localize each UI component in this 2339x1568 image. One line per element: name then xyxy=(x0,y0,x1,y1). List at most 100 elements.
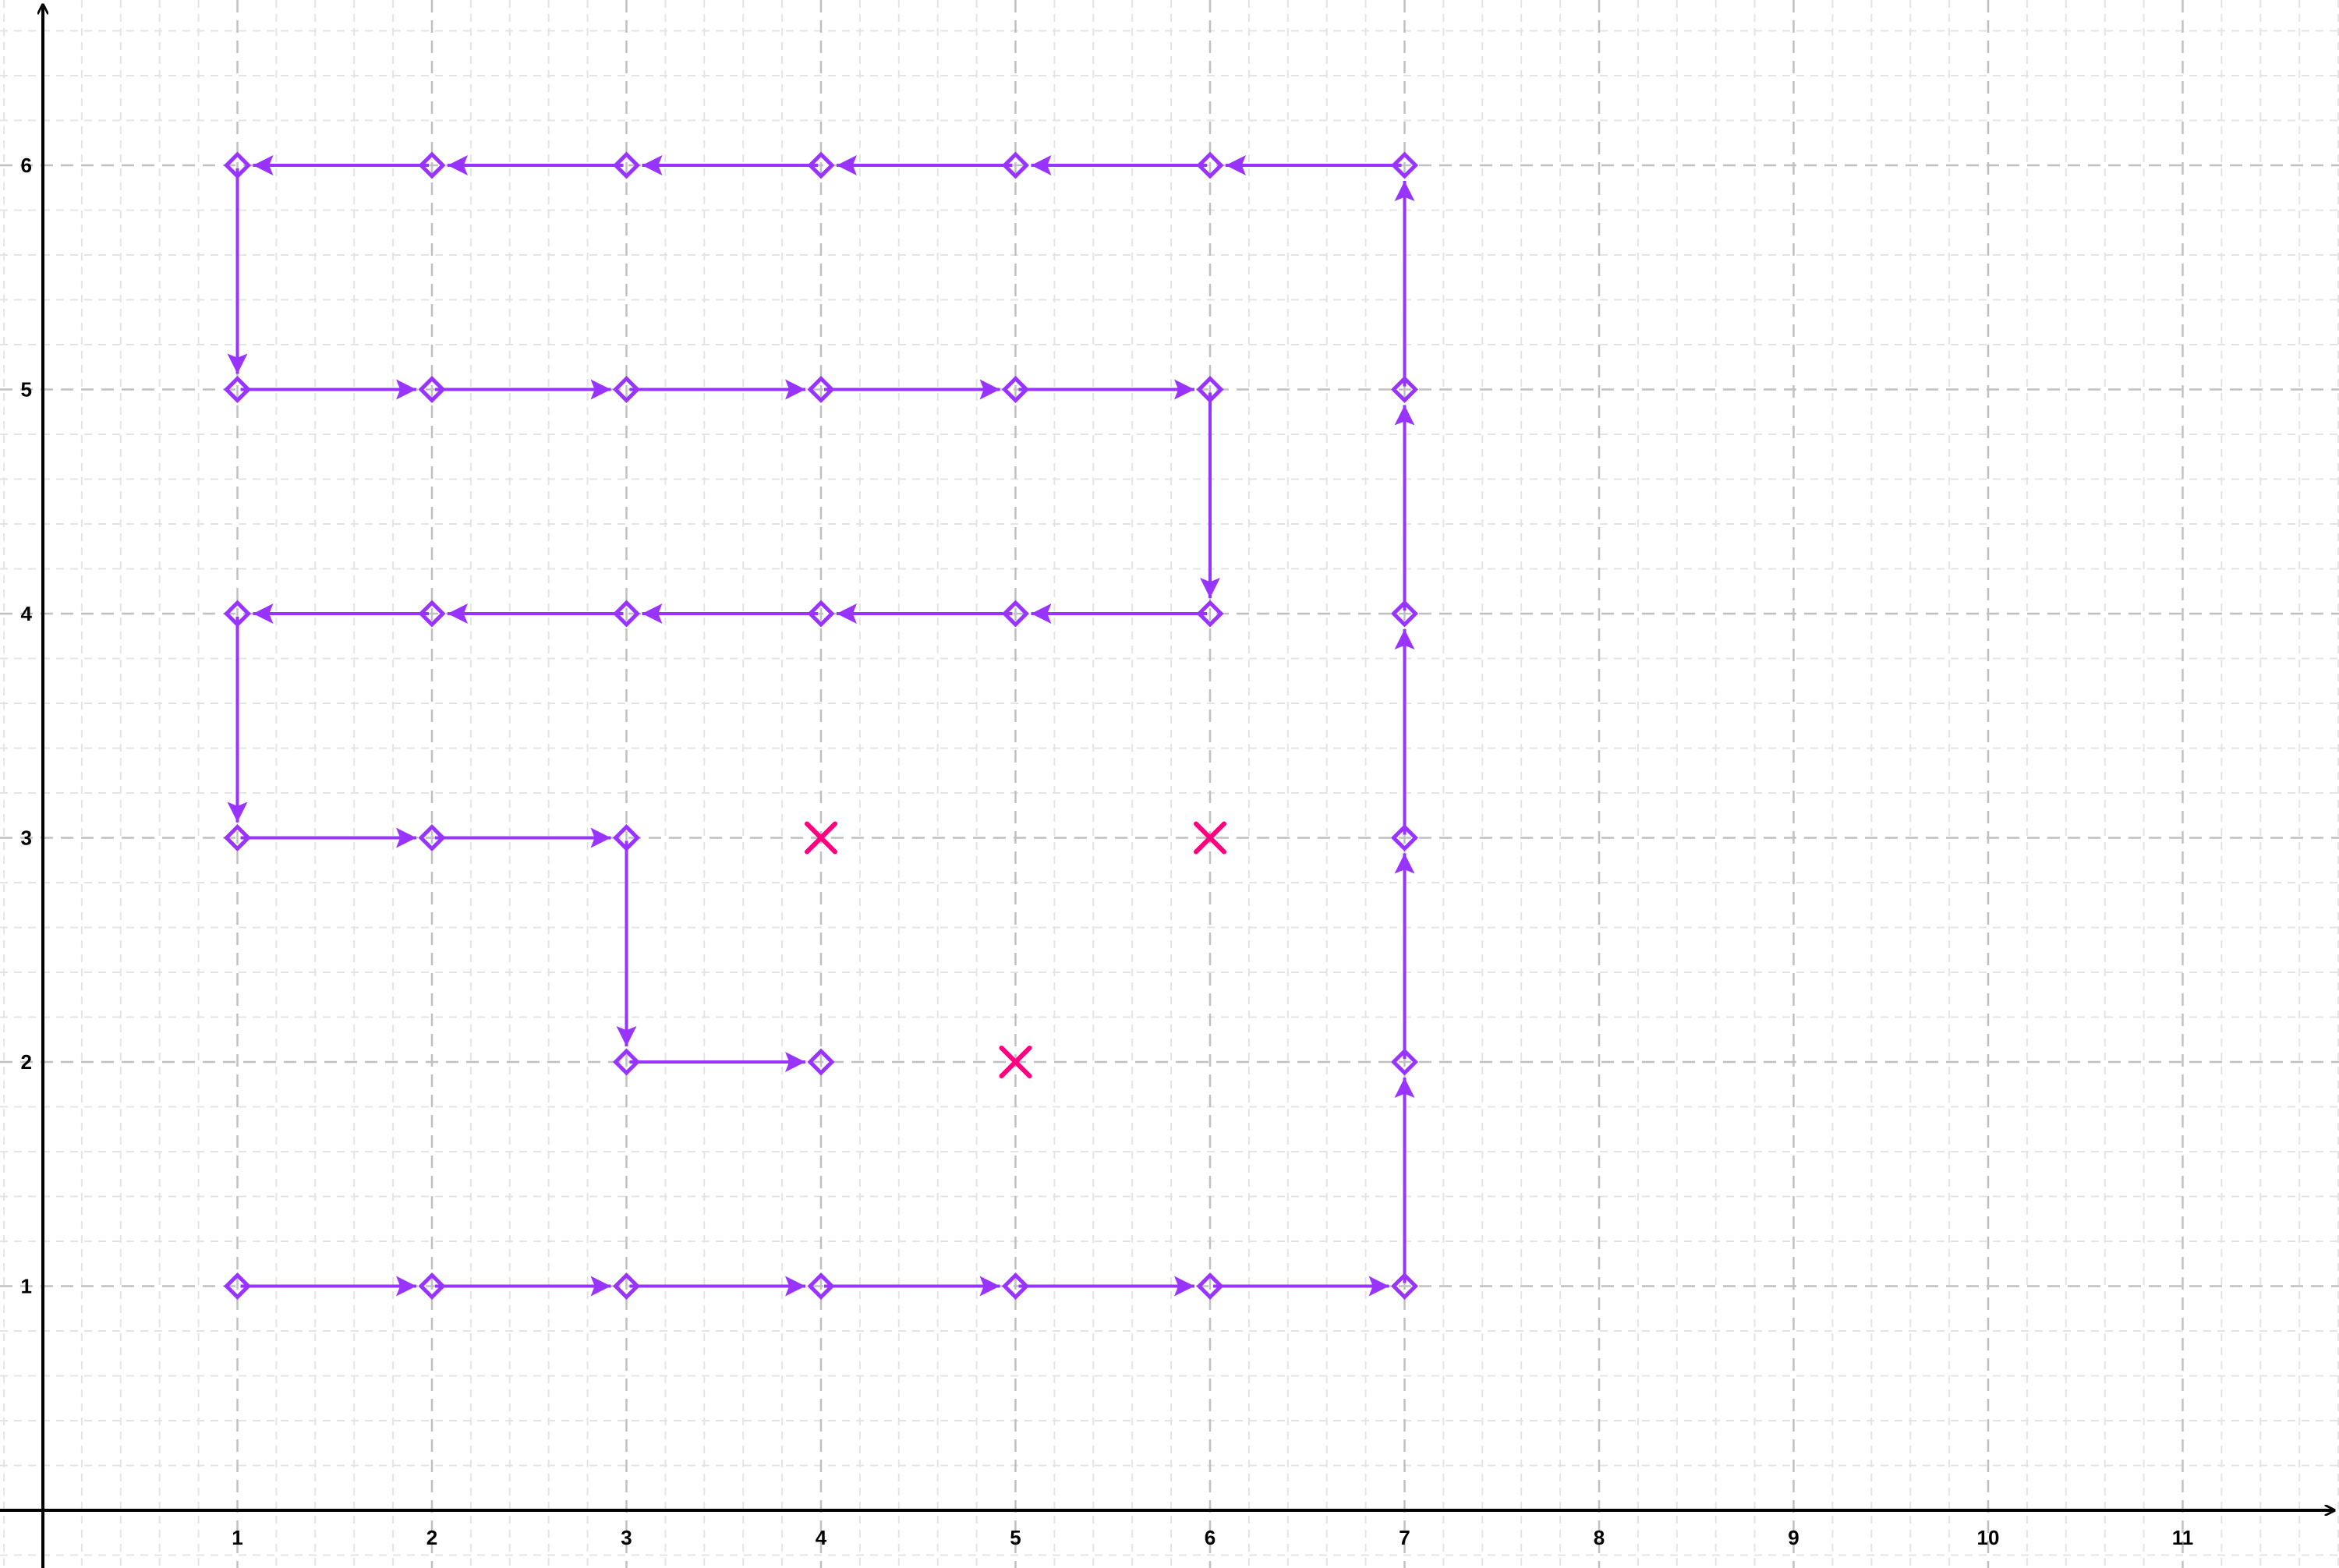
path-point xyxy=(612,823,641,852)
x-tick-label: 10 xyxy=(1977,1526,2000,1549)
path-point xyxy=(223,600,252,628)
path-segments xyxy=(227,155,1415,1297)
path-point xyxy=(807,1048,835,1076)
path-point xyxy=(1001,375,1030,404)
y-tick-label: 2 xyxy=(21,1050,32,1074)
path-point-diamond xyxy=(1390,1048,1419,1076)
obstacle-marker xyxy=(805,821,837,855)
path-point xyxy=(223,151,252,179)
path-point xyxy=(807,151,835,179)
x-tick-label: 9 xyxy=(1788,1526,1799,1549)
path-point-diamond xyxy=(223,375,252,404)
path-point-diamond xyxy=(1390,151,1419,179)
x-tick-label: 8 xyxy=(1594,1526,1605,1549)
x-tick-label: 6 xyxy=(1205,1526,1216,1549)
path-point xyxy=(418,375,446,404)
path-point-diamond xyxy=(223,151,252,179)
path-point xyxy=(612,151,641,179)
path-point xyxy=(1390,1272,1419,1301)
path-point-diamond xyxy=(418,823,446,852)
path-point-diamond xyxy=(1001,151,1030,179)
path-point xyxy=(612,1272,641,1301)
path-point xyxy=(1001,151,1030,179)
path-point xyxy=(418,600,446,628)
path-point-diamond xyxy=(612,600,641,628)
path-point xyxy=(418,151,446,179)
x-tick-label: 11 xyxy=(2172,1526,2194,1549)
x-tick-labels: 1 2 3 4 5 6 7 8 9 10 11 xyxy=(232,1526,2193,1549)
path-point-diamond xyxy=(1001,375,1030,404)
path-point-diamond xyxy=(418,151,446,179)
path-point-diamond xyxy=(223,600,252,628)
path-point-diamond xyxy=(612,151,641,179)
path-point-diamond xyxy=(612,823,641,852)
path-point xyxy=(1390,823,1419,852)
path-point xyxy=(807,375,835,404)
x-tick-label: 5 xyxy=(1010,1526,1021,1549)
path-point-diamond xyxy=(807,600,835,628)
path-point-diamond xyxy=(418,1272,446,1301)
path-point-diamond xyxy=(1390,1272,1419,1301)
obstacle-stroke xyxy=(1194,821,1226,855)
path-point xyxy=(1390,375,1419,404)
obstacle-stroke xyxy=(999,1046,1032,1078)
path-point xyxy=(1196,600,1224,628)
path-point xyxy=(1196,375,1224,404)
x-tick-label: 7 xyxy=(1399,1526,1410,1549)
x-tick-label: 4 xyxy=(816,1526,827,1549)
path-point xyxy=(1196,1272,1224,1301)
path-point-diamond xyxy=(807,1272,835,1301)
y-tick-label: 4 xyxy=(21,602,33,625)
x-tick-label: 2 xyxy=(426,1526,437,1549)
path-point-diamond xyxy=(1001,600,1030,628)
path-point-diamond xyxy=(807,375,835,404)
path-point-diamond xyxy=(612,1272,641,1301)
path-point xyxy=(223,823,252,852)
path-point xyxy=(1390,151,1419,179)
path-point-diamond xyxy=(1390,823,1419,852)
path-point-diamond xyxy=(807,151,835,179)
path-point-diamond xyxy=(1001,1272,1030,1301)
path-point-diamond xyxy=(1196,600,1224,628)
path-point-diamond xyxy=(612,375,641,404)
path-point-diamond xyxy=(1390,375,1419,404)
path-point-diamond xyxy=(1196,1272,1224,1301)
path-point xyxy=(612,600,641,628)
obstacle-marker xyxy=(999,1046,1032,1078)
path-points xyxy=(223,151,1419,1301)
path-point xyxy=(1196,151,1224,179)
path-point-diamond xyxy=(418,600,446,628)
path-point-diamond xyxy=(1196,375,1224,404)
path-point-diamond xyxy=(1390,600,1419,628)
y-tick-label: 5 xyxy=(21,378,32,402)
path-point xyxy=(1390,1048,1419,1076)
path-point-diamond xyxy=(612,1048,641,1076)
path-point xyxy=(612,375,641,404)
path-point xyxy=(612,1048,641,1076)
obstacle-marker xyxy=(1194,821,1226,855)
path-point xyxy=(418,823,446,852)
path-point xyxy=(1001,1272,1030,1301)
path-point xyxy=(1001,600,1030,628)
x-tick-label: 1 xyxy=(232,1526,242,1549)
path-point-diamond xyxy=(1196,151,1224,179)
path-point xyxy=(223,375,252,404)
x-tick-label: 3 xyxy=(621,1526,632,1549)
path-point xyxy=(807,1272,835,1301)
y-tick-label: 6 xyxy=(21,154,32,177)
path-point xyxy=(807,600,835,628)
path-point-diamond xyxy=(807,1048,835,1076)
path-point xyxy=(418,1272,446,1301)
obstacle-stroke xyxy=(805,821,837,855)
path-point-diamond xyxy=(418,375,446,404)
path-point-diamond xyxy=(223,1272,252,1301)
obstacle-markers xyxy=(805,821,1226,1078)
y-tick-label: 3 xyxy=(21,826,32,850)
path-point xyxy=(1390,600,1419,628)
path-point-diamond xyxy=(223,823,252,852)
path-point xyxy=(223,1272,252,1301)
